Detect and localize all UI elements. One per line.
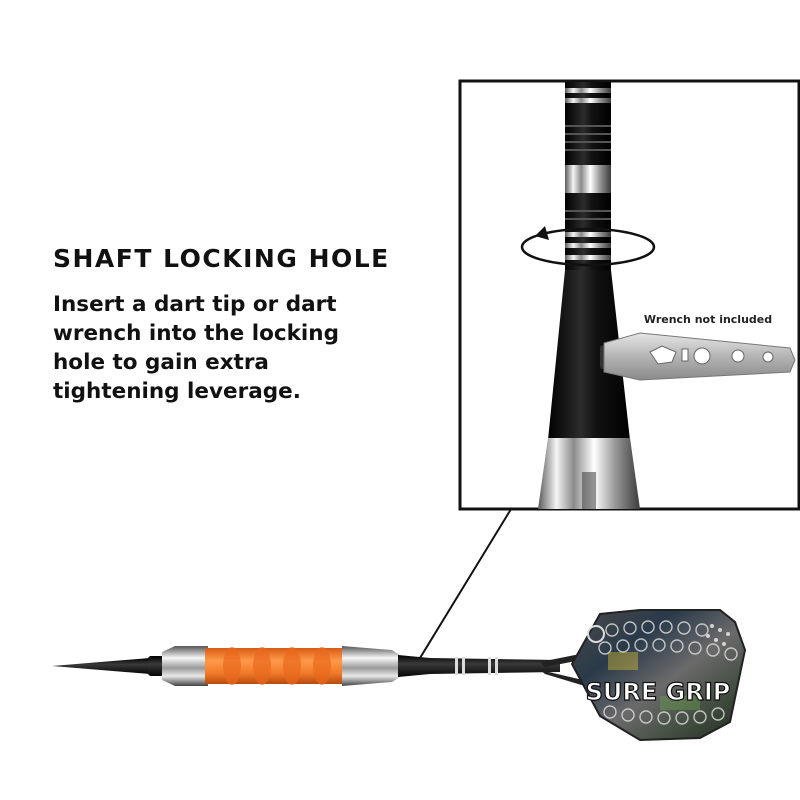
description-line: hole to gain extra — [53, 350, 269, 375]
zoom-inset: Wrench not included — [458, 79, 800, 511]
dart-wrench — [603, 332, 796, 381]
barrel-front — [162, 646, 208, 686]
shaft-taper — [548, 270, 630, 440]
dart — [52, 646, 602, 690]
flight-logo-icon — [587, 625, 605, 643]
barrel-grip — [205, 647, 345, 685]
feature-description: Insert a dart tip or dart wrench into th… — [53, 290, 413, 406]
description-line: wrench into the locking — [53, 321, 339, 346]
flight-brand-text: SURE GRIP — [586, 678, 731, 706]
dart-tip — [52, 658, 150, 674]
barrel-rear — [342, 646, 400, 686]
description-line: Insert a dart tip or dart — [53, 292, 337, 317]
description-line: tightening leverage. — [53, 379, 301, 404]
dart-flight: SURE GRIP — [570, 609, 747, 742]
shaft-grooves — [565, 88, 611, 260]
rotation-arrow-icon — [520, 226, 656, 267]
feature-heading: SHAFT LOCKING HOLE — [53, 244, 390, 273]
wrench-note: Wrench not included — [644, 313, 772, 326]
dart-shaft — [398, 655, 560, 677]
